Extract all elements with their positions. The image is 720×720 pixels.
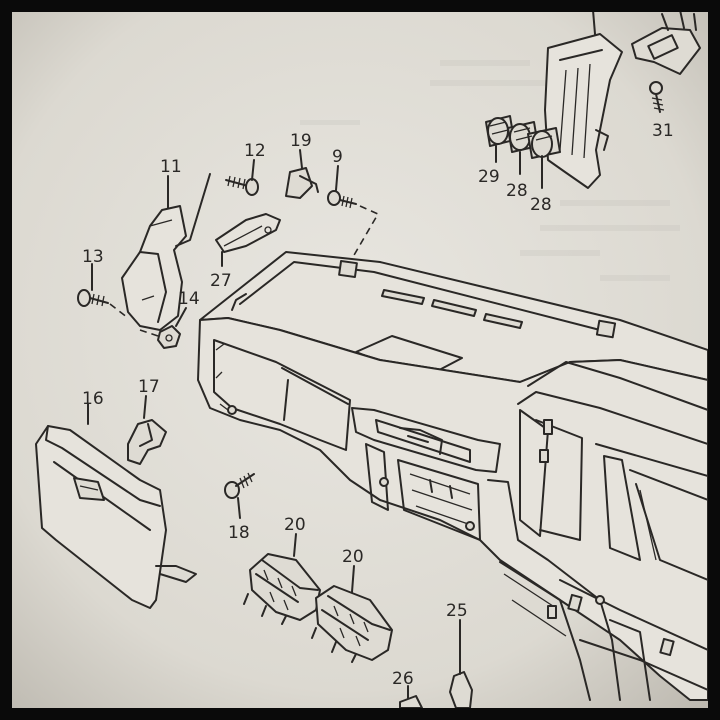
screw-12 bbox=[225, 159, 259, 196]
label-part-29: 29 bbox=[478, 167, 500, 187]
label-part-9: 9 bbox=[332, 147, 343, 167]
part-labels: 9 11 12 13 14 16 17 18 19 20 20 25 26 27… bbox=[82, 121, 674, 689]
clip-26 bbox=[399, 685, 423, 708]
clip-19 bbox=[285, 149, 319, 199]
label-part-13: 13 bbox=[82, 247, 104, 267]
exploded-parts-diagram: 9 11 12 13 14 16 17 18 19 20 20 25 26 27… bbox=[12, 12, 708, 708]
label-part-17: 17 bbox=[138, 377, 160, 397]
label-part-28-b: 28 bbox=[530, 195, 552, 215]
nut-14 bbox=[139, 307, 187, 349]
switch-knobs bbox=[485, 115, 561, 189]
label-part-14: 14 bbox=[178, 289, 200, 309]
label-part-19: 19 bbox=[290, 131, 312, 151]
screw-13 bbox=[77, 263, 129, 319]
label-part-11: 11 bbox=[160, 157, 182, 177]
label-part-12: 12 bbox=[244, 141, 266, 161]
switch-20-b bbox=[311, 565, 393, 663]
bracket-11 bbox=[121, 175, 187, 331]
label-part-20-a: 20 bbox=[284, 515, 306, 535]
screw-9 bbox=[327, 165, 380, 263]
clip-25 bbox=[449, 619, 473, 708]
latch-17 bbox=[127, 395, 167, 465]
label-part-28-a: 28 bbox=[506, 181, 528, 201]
vent-bracket-assembly bbox=[544, 12, 623, 189]
label-part-20-b: 20 bbox=[342, 547, 364, 567]
label-part-25: 25 bbox=[446, 601, 468, 621]
screw-31 bbox=[649, 81, 665, 113]
label-part-18: 18 bbox=[228, 523, 250, 543]
leader-12-frame bbox=[175, 173, 211, 247]
cover-27 bbox=[215, 213, 281, 267]
glovebox-lid-16 bbox=[35, 403, 197, 609]
connector-assembly bbox=[631, 12, 701, 75]
label-part-27: 27 bbox=[210, 271, 232, 291]
manual-page: 9 11 12 13 14 16 17 18 19 20 20 25 26 27… bbox=[12, 12, 708, 708]
dashboard-frame bbox=[197, 251, 708, 701]
label-part-16: 16 bbox=[82, 389, 104, 409]
label-part-26: 26 bbox=[392, 669, 414, 689]
screw-18 bbox=[224, 472, 255, 519]
label-part-31: 31 bbox=[652, 121, 674, 141]
